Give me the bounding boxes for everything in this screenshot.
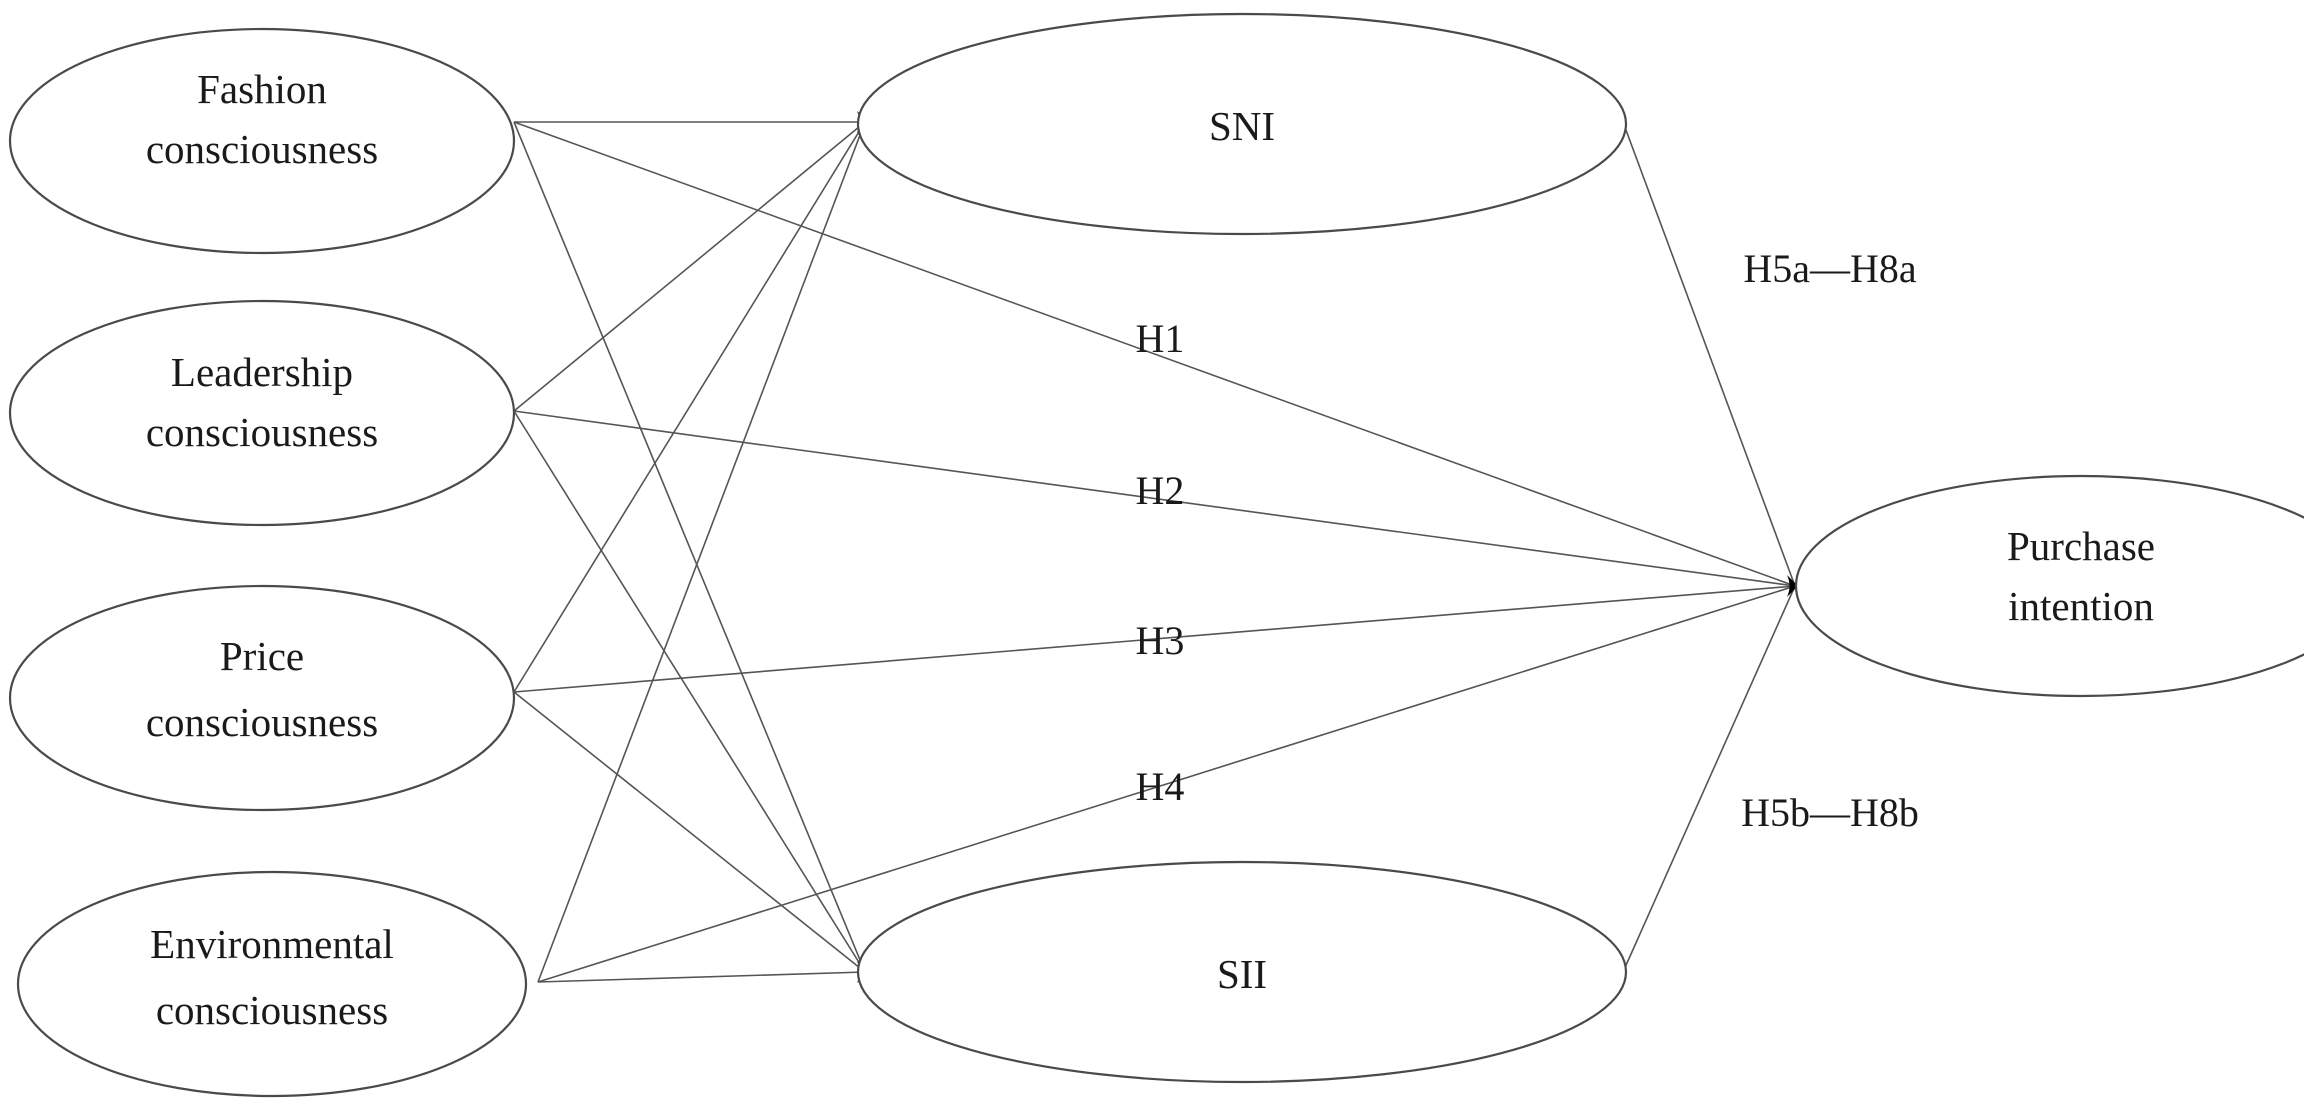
node-purchase-label-line-1: Purchase bbox=[2007, 523, 2155, 569]
node-price-ellipse bbox=[8, 584, 516, 812]
node-purchase-ellipse bbox=[1794, 474, 2304, 698]
edge-environmental-to-sii bbox=[537, 971, 866, 983]
node-purchase-label-line-2: intention bbox=[2008, 583, 2154, 629]
edge-label-environmental-to-purchase: H4 bbox=[1136, 764, 1185, 809]
node-leadership-label-line-1: Leadership bbox=[171, 349, 353, 395]
node-sii-ellipse bbox=[856, 860, 1628, 1084]
arrowheads-layer bbox=[857, 111, 1798, 983]
edge-fashion-to-purchase bbox=[513, 121, 1796, 587]
edge-sii-to-purchase bbox=[1622, 585, 1796, 973]
node-fashion: Fashion consciousness bbox=[8, 27, 516, 255]
node-sii: SII bbox=[856, 860, 1628, 1084]
nodes-layer: FashionconsciousnessLeadershipconsciousn… bbox=[8, 12, 2304, 1098]
edge-environmental-to-sni bbox=[537, 121, 866, 983]
node-price-label-line-2: consciousness bbox=[146, 699, 378, 745]
node-leadership-label-line-2: consciousness bbox=[146, 409, 378, 455]
edge-label-sii-to-purchase: H5b—H8b bbox=[1741, 790, 1919, 835]
node-sni-label-line-1: SNI bbox=[1209, 103, 1275, 149]
edge-environmental-to-purchase bbox=[537, 585, 1796, 983]
node-sii-label-line-1: SII bbox=[1217, 951, 1267, 997]
edge-leadership-to-purchase bbox=[513, 410, 1796, 587]
node-leadership: Leadership consciousness bbox=[8, 299, 516, 527]
edge-leadership-to-sii bbox=[513, 410, 866, 973]
edge-price-to-sii bbox=[513, 691, 866, 973]
node-sni-ellipse bbox=[856, 12, 1628, 236]
node-purchase: Purchase intention bbox=[1794, 474, 2304, 698]
node-sni: SNI bbox=[856, 12, 1628, 236]
node-environmental-label-line-1: Environmental bbox=[150, 921, 394, 967]
node-environmental: Environmental consciousness bbox=[16, 870, 528, 1098]
edge-leadership-to-sni bbox=[513, 121, 866, 412]
node-fashion-ellipse bbox=[8, 27, 516, 255]
node-fashion-label-line-2: consciousness bbox=[146, 126, 378, 172]
edge-price-to-sni bbox=[513, 121, 866, 693]
node-price: Price consciousness bbox=[8, 584, 516, 812]
edge-sni-to-purchase bbox=[1622, 121, 1796, 587]
node-price-label-line-1: Price bbox=[220, 633, 304, 679]
edge-label-sni-to-purchase: H5a—H8a bbox=[1743, 246, 1917, 291]
arrowhead-purchase bbox=[1787, 575, 1798, 597]
edge-label-fashion-to-purchase: H1 bbox=[1136, 316, 1185, 361]
node-leadership-ellipse bbox=[8, 299, 516, 527]
edge-label-price-to-purchase: H3 bbox=[1136, 618, 1185, 663]
edge-fashion-to-sii bbox=[513, 121, 866, 973]
node-fashion-label-line-1: Fashion bbox=[197, 66, 327, 112]
node-environmental-label-line-2: consciousness bbox=[156, 987, 388, 1033]
edges-layer bbox=[513, 121, 1796, 983]
edge-price-to-purchase bbox=[513, 585, 1796, 693]
node-environmental-ellipse bbox=[16, 870, 528, 1098]
edge-label-leadership-to-purchase: H2 bbox=[1136, 468, 1185, 513]
